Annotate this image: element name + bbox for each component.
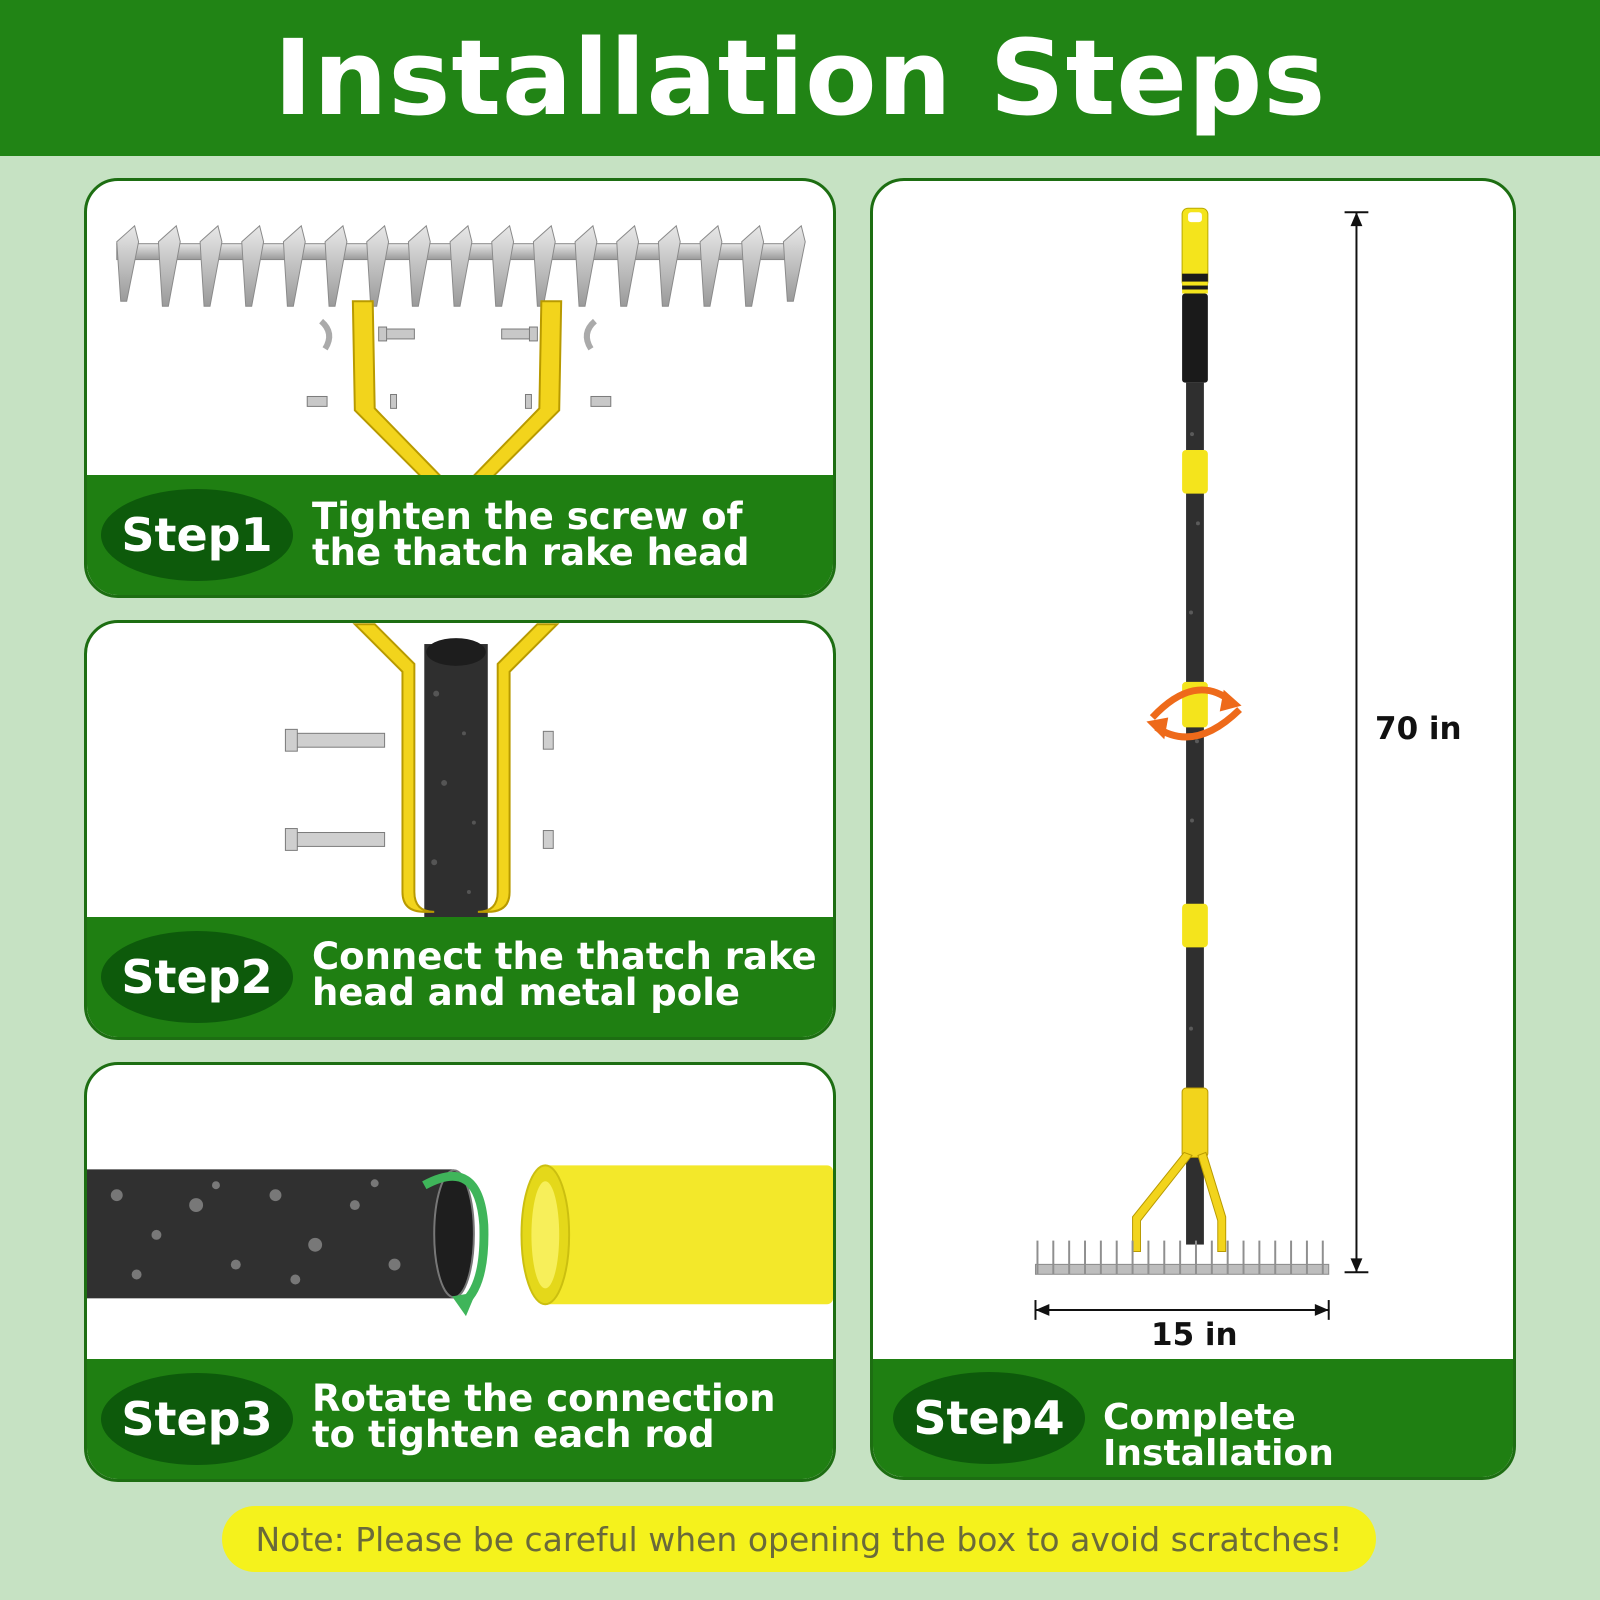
step-4-badge: Step4 — [893, 1372, 1085, 1464]
step-1-line-2: the thatch rake head — [312, 531, 750, 574]
step-2-card: Step2 Connect the thatch rake head and m… — [84, 620, 836, 1040]
assembled-rake-illustration — [1034, 207, 1369, 1320]
pole-connection-illustration — [284, 623, 560, 922]
step-2-badge: Step2 — [101, 931, 293, 1023]
rake-head-illustration — [116, 224, 806, 481]
step-3-band: Step3 Rotate the connection to tighten e… — [87, 1359, 833, 1479]
page-title: Installation Steps — [273, 17, 1327, 139]
step-3-card: Step3 Rotate the connection to tighten e… — [84, 1062, 836, 1482]
step-3-line-1: Rotate the connection — [312, 1377, 776, 1420]
step-4-line-1: Complete Installation — [1103, 1397, 1334, 1474]
step-2-line-2: head and metal pole — [312, 971, 740, 1014]
step-3-line-2: to tighten each rod — [312, 1413, 715, 1456]
step-1-band: Step1 Tighten the screw of the thatch ra… — [87, 475, 833, 595]
step-1-badge: Step1 — [101, 489, 293, 581]
step-1-line-1: Tighten the screw of — [312, 495, 743, 538]
width-dimension-label: 15 in — [1151, 1317, 1238, 1353]
step-1-card: Step1 Tighten the screw of the thatch ra… — [84, 178, 836, 598]
step-4-band: Step4 Complete Installation — [873, 1359, 1513, 1477]
header-banner: Installation Steps — [0, 0, 1600, 156]
step-2-band: Step2 Connect the thatch rake head and m… — [87, 917, 833, 1037]
step-4-card: 70 in 15 in Step4 Complete Installation — [870, 178, 1516, 1480]
rotate-rods-illustration — [87, 1164, 833, 1317]
step-2-line-1: Connect the thatch rake — [312, 935, 817, 978]
note-banner: Note: Please be careful when opening the… — [222, 1506, 1376, 1572]
step-3-badge: Step3 — [101, 1373, 293, 1465]
height-dimension-label: 70 in — [1375, 711, 1462, 747]
